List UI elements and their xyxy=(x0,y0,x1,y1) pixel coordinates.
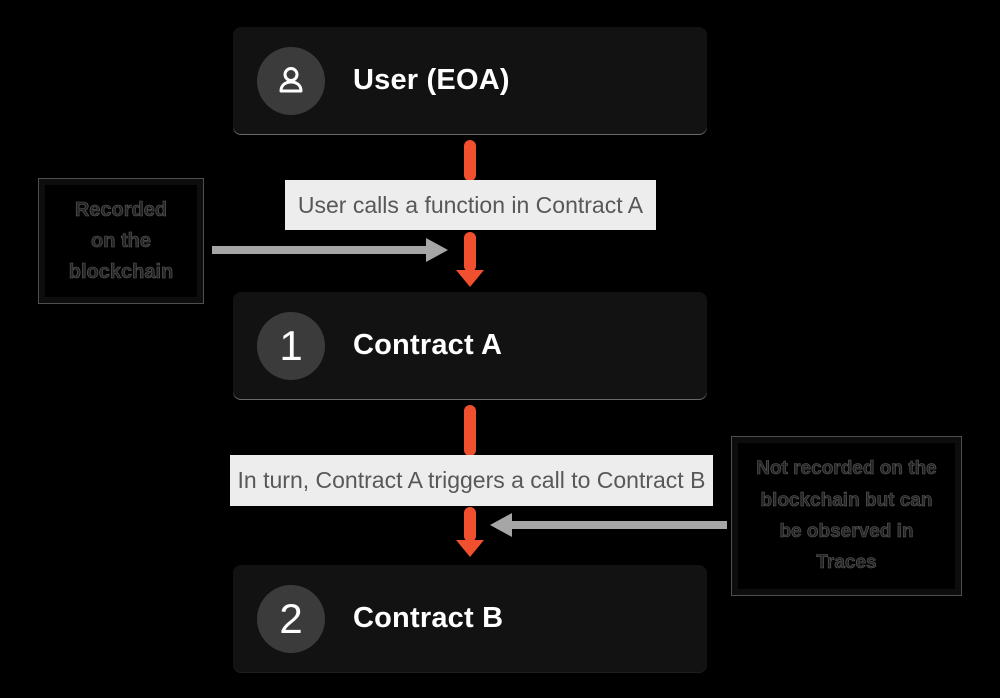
callout-right-arrow-shaft xyxy=(512,521,727,529)
flow-arrow-1-line-top xyxy=(464,140,476,181)
callout-recorded-text: Recorded on the blockchain xyxy=(68,198,174,283)
avatar xyxy=(257,46,325,115)
node-user-label: User (EOA) xyxy=(353,64,510,96)
edge-label-2: In turn, Contract A triggers a call to C… xyxy=(230,455,713,506)
badge-circle-1: 1 xyxy=(257,311,325,380)
node-contract-a-label: Contract A xyxy=(353,329,503,361)
flow-arrow-1-line-bottom xyxy=(464,232,476,272)
node-contract-b-label: Contract B xyxy=(353,602,504,634)
down-arrow-icon xyxy=(456,540,484,557)
flow-arrow-2-line-top xyxy=(464,405,476,456)
badge-number-2: 2 xyxy=(279,594,303,642)
badge-number-1: 1 xyxy=(279,321,303,369)
left-arrow-icon xyxy=(490,513,512,537)
node-user-eoa: User (EOA) xyxy=(233,27,707,134)
flow-arrow-2-line-bottom xyxy=(464,507,476,542)
down-arrow-icon xyxy=(456,270,484,287)
right-arrow-icon xyxy=(426,238,448,262)
node-contract-b: 2 Contract B xyxy=(233,565,707,672)
badge-circle-2: 2 xyxy=(257,584,325,653)
callout-recorded: Recorded on the blockchain xyxy=(38,178,204,304)
callout-not-recorded: Not recorded on the blockchain but can b… xyxy=(731,436,962,596)
edge-label-1: User calls a function in Contract A xyxy=(285,180,656,230)
callout-left-arrow-shaft xyxy=(212,246,426,254)
node-contract-a: 1 Contract A xyxy=(233,292,707,399)
user-icon xyxy=(273,63,309,99)
callout-not-recorded-text: Not recorded on the blockchain but can b… xyxy=(756,458,937,574)
